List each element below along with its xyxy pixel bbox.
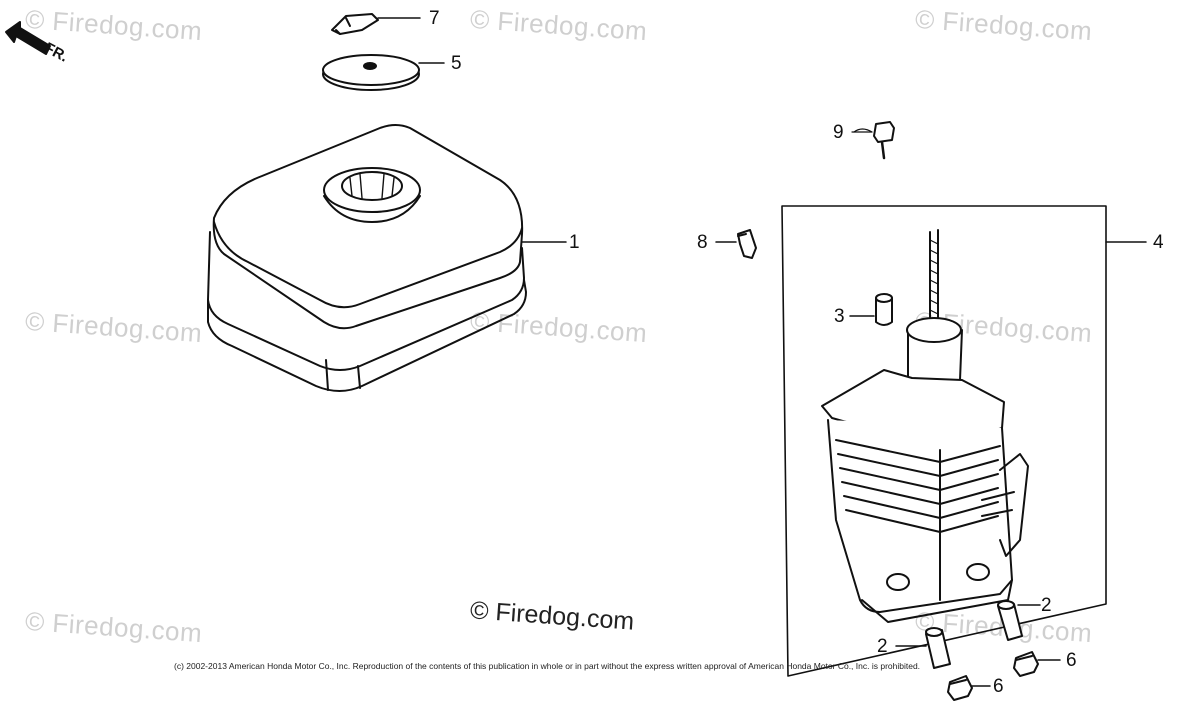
callout-tank: 1 (569, 232, 580, 253)
pipe-part (997, 600, 1041, 641)
case-part (821, 229, 1029, 623)
plug-part (1013, 651, 1061, 677)
callout-pipe-b: 2 (877, 636, 888, 657)
plug-part (947, 675, 991, 701)
callout-pipe-a: 2 (1041, 595, 1052, 616)
callout-cap: 3 (834, 306, 845, 327)
screw-part (851, 121, 895, 160)
lever-part (331, 13, 421, 35)
pipe-part (895, 627, 951, 669)
callout-lever: 7 (429, 8, 440, 29)
callout-plug-b: 6 (993, 676, 1004, 697)
tank-part (207, 124, 567, 392)
callout-screw: 9 (833, 122, 844, 143)
cap-part (849, 293, 893, 326)
callout-plug-a: 6 (1066, 650, 1077, 671)
callout-nipple: 8 (697, 232, 708, 253)
front-arrow-icon (5, 21, 51, 55)
nipple-part (715, 229, 757, 259)
cover-part (322, 54, 445, 91)
callout-assembly: 4 (1153, 232, 1164, 253)
assembly-bracket (781, 205, 1147, 677)
callout-cover: 5 (451, 53, 462, 74)
copyright-notice: (c) 2002-2013 American Honda Motor Co., … (174, 661, 921, 671)
